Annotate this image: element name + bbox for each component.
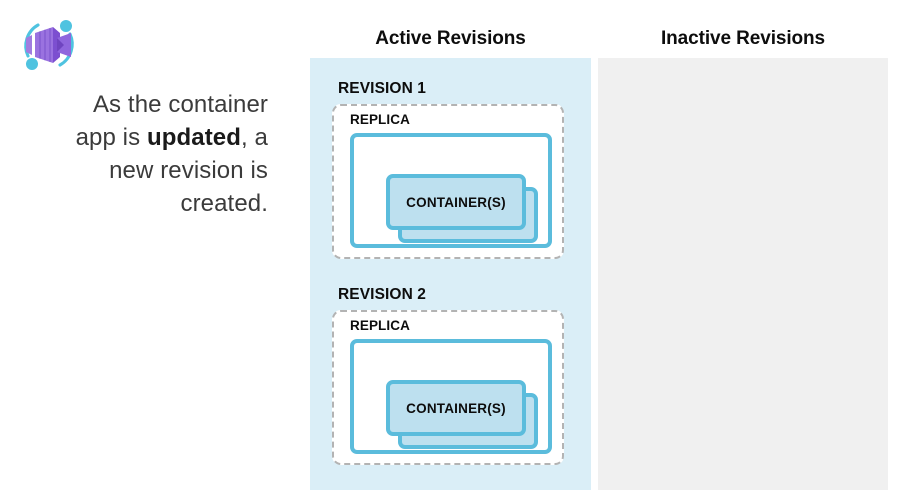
replica-box-1: REPLICA CONTAINER(S): [332, 104, 564, 259]
caption-line-2-prefix: app is: [75, 124, 147, 151]
active-revisions-panel: REVISION 1 REPLICA CONTAINER(S) REVISION…: [310, 58, 591, 490]
caption-line-3: new revision is: [109, 157, 268, 184]
replica-label-1: REPLICA: [350, 112, 410, 127]
caption-emphasis: updated: [146, 124, 242, 151]
replica-box-2: REPLICA CONTAINER(S): [332, 310, 564, 465]
container-card-front-1: CONTAINER(S): [386, 174, 526, 230]
inactive-revisions-panel: [598, 58, 888, 490]
revision-label-1: REVISION 1: [338, 80, 426, 97]
replica-frame-2: CONTAINER(S): [350, 339, 552, 454]
revision-block-2: REVISION 2 REPLICA CONTAINER(S): [310, 286, 591, 491]
inactive-revisions-title: Inactive Revisions: [661, 28, 825, 49]
replica-label-2: REPLICA: [350, 318, 410, 333]
caption-line-2-suffix: , a: [241, 124, 268, 151]
revision-label-2: REVISION 2: [338, 286, 426, 303]
caption-line-1: As the container: [92, 91, 268, 118]
azure-container-apps-icon: [16, 12, 82, 78]
intro-column: As the container app is updated, a new r…: [0, 0, 300, 501]
revision-block-1: REVISION 1 REPLICA CONTAINER(S): [310, 80, 591, 285]
caption-text: As the container app is updated, a new r…: [10, 88, 268, 220]
container-card-front-2: CONTAINER(S): [386, 380, 526, 436]
container-label-2: CONTAINER(S): [406, 400, 506, 416]
container-label-1: CONTAINER(S): [406, 194, 506, 210]
active-revisions-title: Active Revisions: [375, 28, 526, 49]
replica-frame-1: CONTAINER(S): [350, 133, 552, 248]
caption-line-4: created.: [180, 190, 268, 217]
